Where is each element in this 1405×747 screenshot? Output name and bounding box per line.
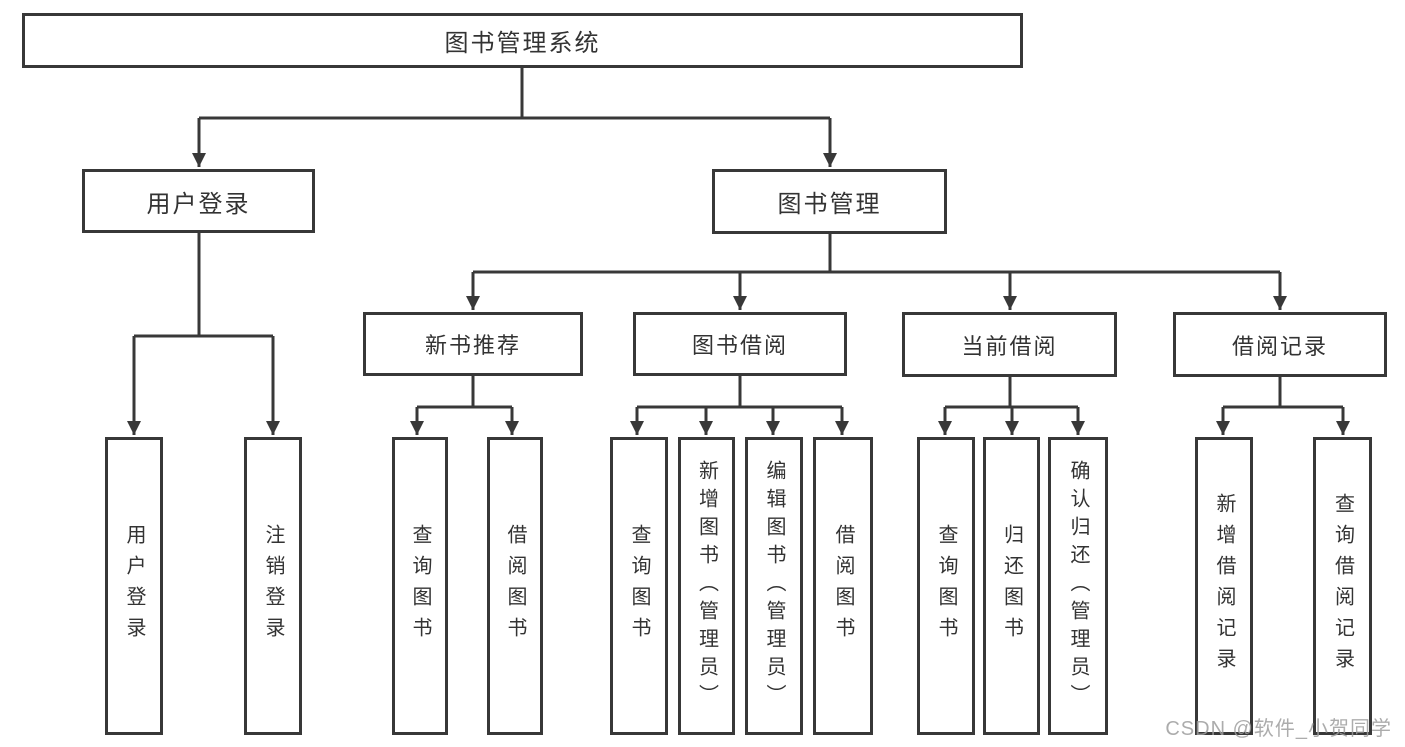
node-current-borrowing: 当前借阅: [902, 312, 1117, 377]
node-leaf-edit-book-admin: 编辑图书（管理员）: [745, 437, 803, 735]
node-leaf-query-books-borrow: 查询图书: [610, 437, 668, 735]
node-book-management: 图书管理: [712, 169, 947, 234]
node-leaf-add-book-admin: 新增图书（管理员）: [678, 437, 735, 735]
node-borrowing-records: 借阅记录: [1173, 312, 1387, 377]
node-leaf-query-borrow-record: 查询借阅记录: [1313, 437, 1372, 735]
node-leaf-confirm-return-admin: 确认归还（管理员）: [1048, 437, 1108, 735]
leaf-label: 查询图书: [935, 524, 957, 648]
leaf-label: 注销登录: [262, 524, 284, 648]
leaf-label: 编辑图书（管理员）: [763, 460, 785, 712]
leaf-label: 查询图书: [409, 524, 431, 648]
leaf-label: 确认归还（管理员）: [1067, 460, 1089, 712]
node-leaf-return-book: 归还图书: [983, 437, 1040, 735]
node-leaf-query-books-current: 查询图书: [917, 437, 975, 735]
leaf-label: 查询借阅记录: [1331, 493, 1354, 679]
node-leaf-query-books-rec: 查询图书: [392, 437, 448, 735]
leaf-label: 借阅图书: [832, 524, 854, 648]
node-leaf-user-login: 用户登录: [105, 437, 163, 735]
node-new-book-recommendation: 新书推荐: [363, 312, 583, 376]
node-book-borrowing: 图书借阅: [633, 312, 847, 376]
node-leaf-logout-login: 注销登录: [244, 437, 302, 735]
node-library-management-system: 图书管理系统: [22, 13, 1023, 68]
leaf-label: 归还图书: [1000, 524, 1023, 648]
csdn-watermark: CSDN @软件_小贺同学: [1165, 718, 1392, 740]
node-leaf-add-borrow-record: 新增借阅记录: [1195, 437, 1253, 735]
node-leaf-borrow-books-borrow: 借阅图书: [813, 437, 873, 735]
leaf-label: 借阅图书: [504, 524, 526, 648]
leaf-label: 新增借阅记录: [1213, 493, 1235, 679]
leaf-label: 查询图书: [628, 524, 650, 648]
node-user-login: 用户登录: [82, 169, 315, 233]
leaf-label: 新增图书（管理员）: [695, 460, 718, 712]
node-leaf-borrow-books-rec: 借阅图书: [487, 437, 543, 735]
leaf-label: 用户登录: [123, 524, 145, 648]
